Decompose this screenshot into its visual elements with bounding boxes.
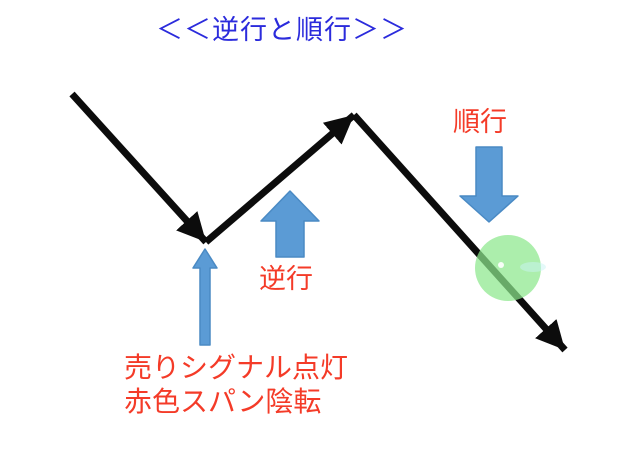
prograde-down-block-arrow <box>459 146 519 223</box>
up-segment <box>203 112 357 245</box>
sell-signal-annotation: 売りシグナル点灯 赤色スパン陰転 <box>124 351 348 419</box>
down-segment-1 <box>69 91 209 245</box>
signal-pointer-up-arrow <box>192 248 218 346</box>
retrograde-up-block-arrow <box>260 190 320 258</box>
entry-highlight <box>475 235 546 301</box>
diagram-title: ＜＜逆行と順行＞＞ <box>156 15 408 45</box>
cyan-flare <box>520 262 546 272</box>
annotation-line-2: 赤色スパン陰転 <box>124 386 322 417</box>
green-highlight-circle <box>475 235 541 301</box>
retrograde-label: 逆行 <box>259 264 313 294</box>
white-dot <box>498 262 504 268</box>
prograde-label: 順行 <box>453 107 507 137</box>
annotation-line-1: 売りシグナル点灯 <box>124 352 349 383</box>
down-segment-2 <box>351 112 568 353</box>
price-zigzag-line <box>69 91 568 353</box>
